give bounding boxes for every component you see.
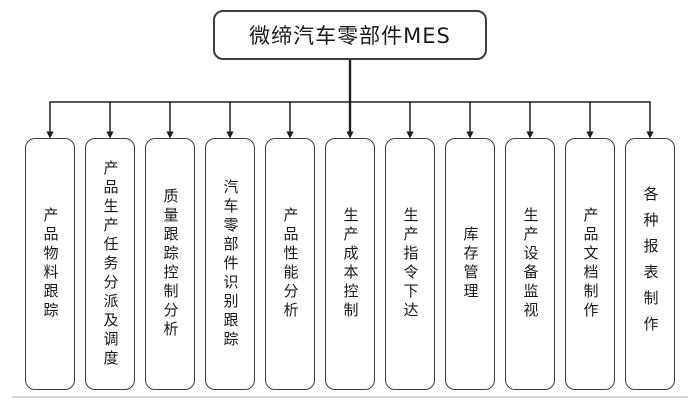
node-auto-parts-identification-tracking: 汽车零部件识别跟踪 — [205, 138, 255, 390]
node-label: 生产设备监视 — [521, 207, 540, 321]
node-production-task-dispatch-scheduling: 产品生产任务分派及调度 — [85, 138, 135, 390]
node-label: 汽车零部件识别跟踪 — [221, 178, 240, 350]
root-node: 微缔汽车零部件MES — [213, 10, 487, 60]
node-product-performance-analysis: 产品性能分析 — [265, 138, 315, 390]
node-production-equipment-monitoring: 生产设备监视 — [505, 138, 555, 390]
bottom-edge-line — [12, 396, 688, 398]
node-label: 各种报表制作 — [641, 186, 660, 342]
leaf-row: 产品物料跟踪 产品生产任务分派及调度 质量跟踪控制分析 汽车零部件识别跟踪 产品… — [25, 138, 675, 390]
node-label: 产品性能分析 — [281, 207, 300, 321]
node-various-report-creation: 各种报表制作 — [625, 138, 675, 390]
node-label: 产品文档制作 — [581, 207, 600, 321]
node-product-document-creation: 产品文档制作 — [565, 138, 615, 390]
node-production-order-issuing: 生产指令下达 — [385, 138, 435, 390]
root-node-label: 微缔汽车零部件MES — [249, 24, 451, 48]
node-label: 库存管理 — [461, 226, 480, 302]
node-label: 质量跟踪控制分析 — [161, 188, 180, 340]
node-production-cost-control: 生产成本控制 — [325, 138, 375, 390]
node-label: 产品生产任务分派及调度 — [101, 159, 120, 369]
node-quality-tracking-control-analysis: 质量跟踪控制分析 — [145, 138, 195, 390]
node-label: 生产成本控制 — [341, 207, 360, 321]
node-label: 生产指令下达 — [401, 207, 420, 321]
node-product-material-tracking: 产品物料跟踪 — [25, 138, 75, 390]
node-label: 产品物料跟踪 — [41, 207, 60, 321]
node-inventory-management: 库存管理 — [445, 138, 495, 390]
